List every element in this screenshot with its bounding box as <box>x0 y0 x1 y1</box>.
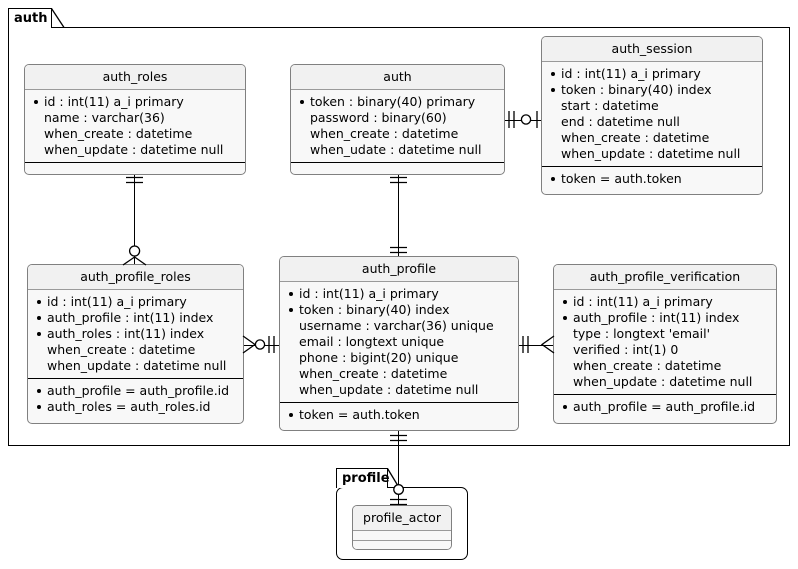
attribute-row: when_update : datetime null <box>299 381 479 397</box>
cardinality-zero-or-many-icon <box>122 245 147 266</box>
entity-auth_profile[interactable]: auth_profile id : int(11) a_i primary to… <box>279 256 519 431</box>
entity-auth_session-relations: token = auth.token <box>542 165 762 191</box>
attribute-row: when_create : datetime <box>573 357 722 373</box>
relation-row: auth_profile = auth_profile.id <box>560 399 770 415</box>
attribute-row: when_create : datetime <box>47 341 196 357</box>
entity-auth[interactable]: auth token : binary(40) primary password… <box>290 64 505 175</box>
package-profile-label: profile <box>342 471 390 486</box>
attribute-row: when_update : datetime null <box>561 145 741 161</box>
cardinality-one-and-only-one-icon <box>126 176 143 184</box>
entity-auth_roles-attributes: id : int(11) a_i primary name : varchar(… <box>25 89 245 162</box>
attribute-row: when_create : datetime <box>561 129 710 145</box>
attribute-row: when_create : datetime <box>44 125 193 141</box>
attribute-row: auth_roles : int(11) index <box>34 326 237 342</box>
package-auth-tab: auth <box>8 8 52 28</box>
entity-auth_roles-title: auth_roles <box>25 65 245 90</box>
entity-auth_profile_roles[interactable]: auth_profile_roles id : int(11) a_i prim… <box>27 264 244 424</box>
attribute-row: verified : int(1) 0 <box>573 341 679 357</box>
entity-profile_actor-title: profile_actor <box>353 506 451 531</box>
package-profile-tab: profile <box>336 468 390 488</box>
cardinality-one-and-only-one-icon <box>508 111 515 128</box>
connector-auth-auth_profile-line <box>398 175 400 256</box>
entity-auth_profile-relations: token = auth.token <box>280 401 518 427</box>
attribute-row: token : binary(40) index <box>286 302 512 318</box>
entity-profile_actor[interactable]: profile_actor <box>352 505 452 550</box>
entity-auth_session-attributes: id : int(11) a_i primary token : binary(… <box>542 61 762 166</box>
connector-auth_profile-profile_actor-line <box>398 431 400 505</box>
attribute-row: end : datetime null <box>561 113 680 129</box>
entity-auth_roles[interactable]: auth_roles id : int(11) a_i primary name… <box>24 64 246 175</box>
entity-auth_profile_roles-attributes: id : int(11) a_i primary auth_profile : … <box>28 289 243 378</box>
entity-auth_profile_roles-relations: auth_profile = auth_profile.id auth_role… <box>28 377 243 419</box>
entity-auth_profile_roles-title: auth_profile_roles <box>28 265 243 290</box>
entity-auth_profile_verification-relations: auth_profile = auth_profile.id <box>554 393 776 419</box>
entity-auth_profile-attributes: id : int(11) a_i primary token : binary(… <box>280 281 518 402</box>
entity-auth_session[interactable]: auth_session id : int(11) a_i primary to… <box>541 36 763 195</box>
attribute-row: start : datetime <box>561 97 659 113</box>
entity-auth_profile_verification[interactable]: auth_profile_verification id : int(11) a… <box>553 264 777 424</box>
relation-row: auth_roles = auth_roles.id <box>34 399 237 415</box>
entity-profile_actor-relations <box>353 539 451 549</box>
cardinality-one-or-many-icon <box>540 335 555 354</box>
attribute-row: auth_profile : int(11) index <box>34 310 237 326</box>
attribute-row: id : int(11) a_i primary <box>34 294 237 310</box>
entity-auth-title: auth <box>291 65 504 90</box>
connector-auth_roles-auth_profile_roles-line <box>134 175 136 264</box>
attribute-row: token : binary(40) index <box>548 82 756 98</box>
entity-auth-attributes: token : binary(40) primary password : bi… <box>291 89 504 162</box>
attribute-row: when_udate : datetime null <box>310 141 482 157</box>
attribute-row: when_update : datetime null <box>47 357 227 373</box>
cardinality-one-and-only-one-icon <box>268 336 275 353</box>
cardinality-one-and-only-one-icon <box>390 434 407 442</box>
attribute-row: when_create : datetime <box>299 365 448 381</box>
package-auth-label: auth <box>14 11 48 26</box>
attribute-row: type : longtext 'email' <box>573 325 711 341</box>
attribute-row: token : binary(40) primary <box>297 94 498 110</box>
cardinality-one-and-only-one-icon <box>390 176 407 184</box>
package-auth-tab-slant <box>50 8 65 28</box>
relation-row: auth_profile = auth_profile.id <box>34 383 237 399</box>
cardinality-zero-or-one-icon <box>390 484 407 506</box>
entity-auth_profile_verification-title: auth_profile_verification <box>554 265 776 290</box>
attribute-row: auth_profile : int(11) index <box>560 310 770 326</box>
attribute-row: id : int(11) a_i primary <box>286 286 512 302</box>
cardinality-one-and-only-one-icon <box>522 336 529 353</box>
relation-row: token = auth.token <box>548 171 756 187</box>
attribute-row: id : int(11) a_i primary <box>31 94 239 110</box>
cardinality-zero-or-one-icon <box>520 111 538 128</box>
attribute-row: username : varchar(36) unique <box>299 317 494 333</box>
attribute-row: id : int(11) a_i primary <box>548 66 756 82</box>
entity-profile_actor-attributes <box>353 530 451 540</box>
connector-auth_profile-auth_profile_verification-line <box>519 344 553 346</box>
attribute-row: password : binary(60) <box>310 109 447 125</box>
attribute-row: when_update : datetime null <box>573 373 753 389</box>
entity-auth_profile-title: auth_profile <box>280 257 518 282</box>
attribute-row: id : int(11) a_i primary <box>560 294 770 310</box>
entity-auth_roles-relations <box>25 161 245 172</box>
relation-row: token = auth.token <box>286 407 512 423</box>
entity-auth-relations <box>291 161 504 172</box>
cardinality-one-and-only-one-icon <box>390 246 407 254</box>
cardinality-zero-or-many-icon <box>242 335 266 354</box>
attribute-row: email : longtext unique <box>299 333 445 349</box>
attribute-row: name : varchar(36) <box>44 109 165 125</box>
entity-auth_session-title: auth_session <box>542 37 762 62</box>
attribute-row: when_update : datetime null <box>44 141 224 157</box>
attribute-row: when_create : datetime <box>310 125 459 141</box>
attribute-row: phone : bigint(20) unique <box>299 349 459 365</box>
entity-auth_profile_verification-attributes: id : int(11) a_i primary auth_profile : … <box>554 289 776 394</box>
